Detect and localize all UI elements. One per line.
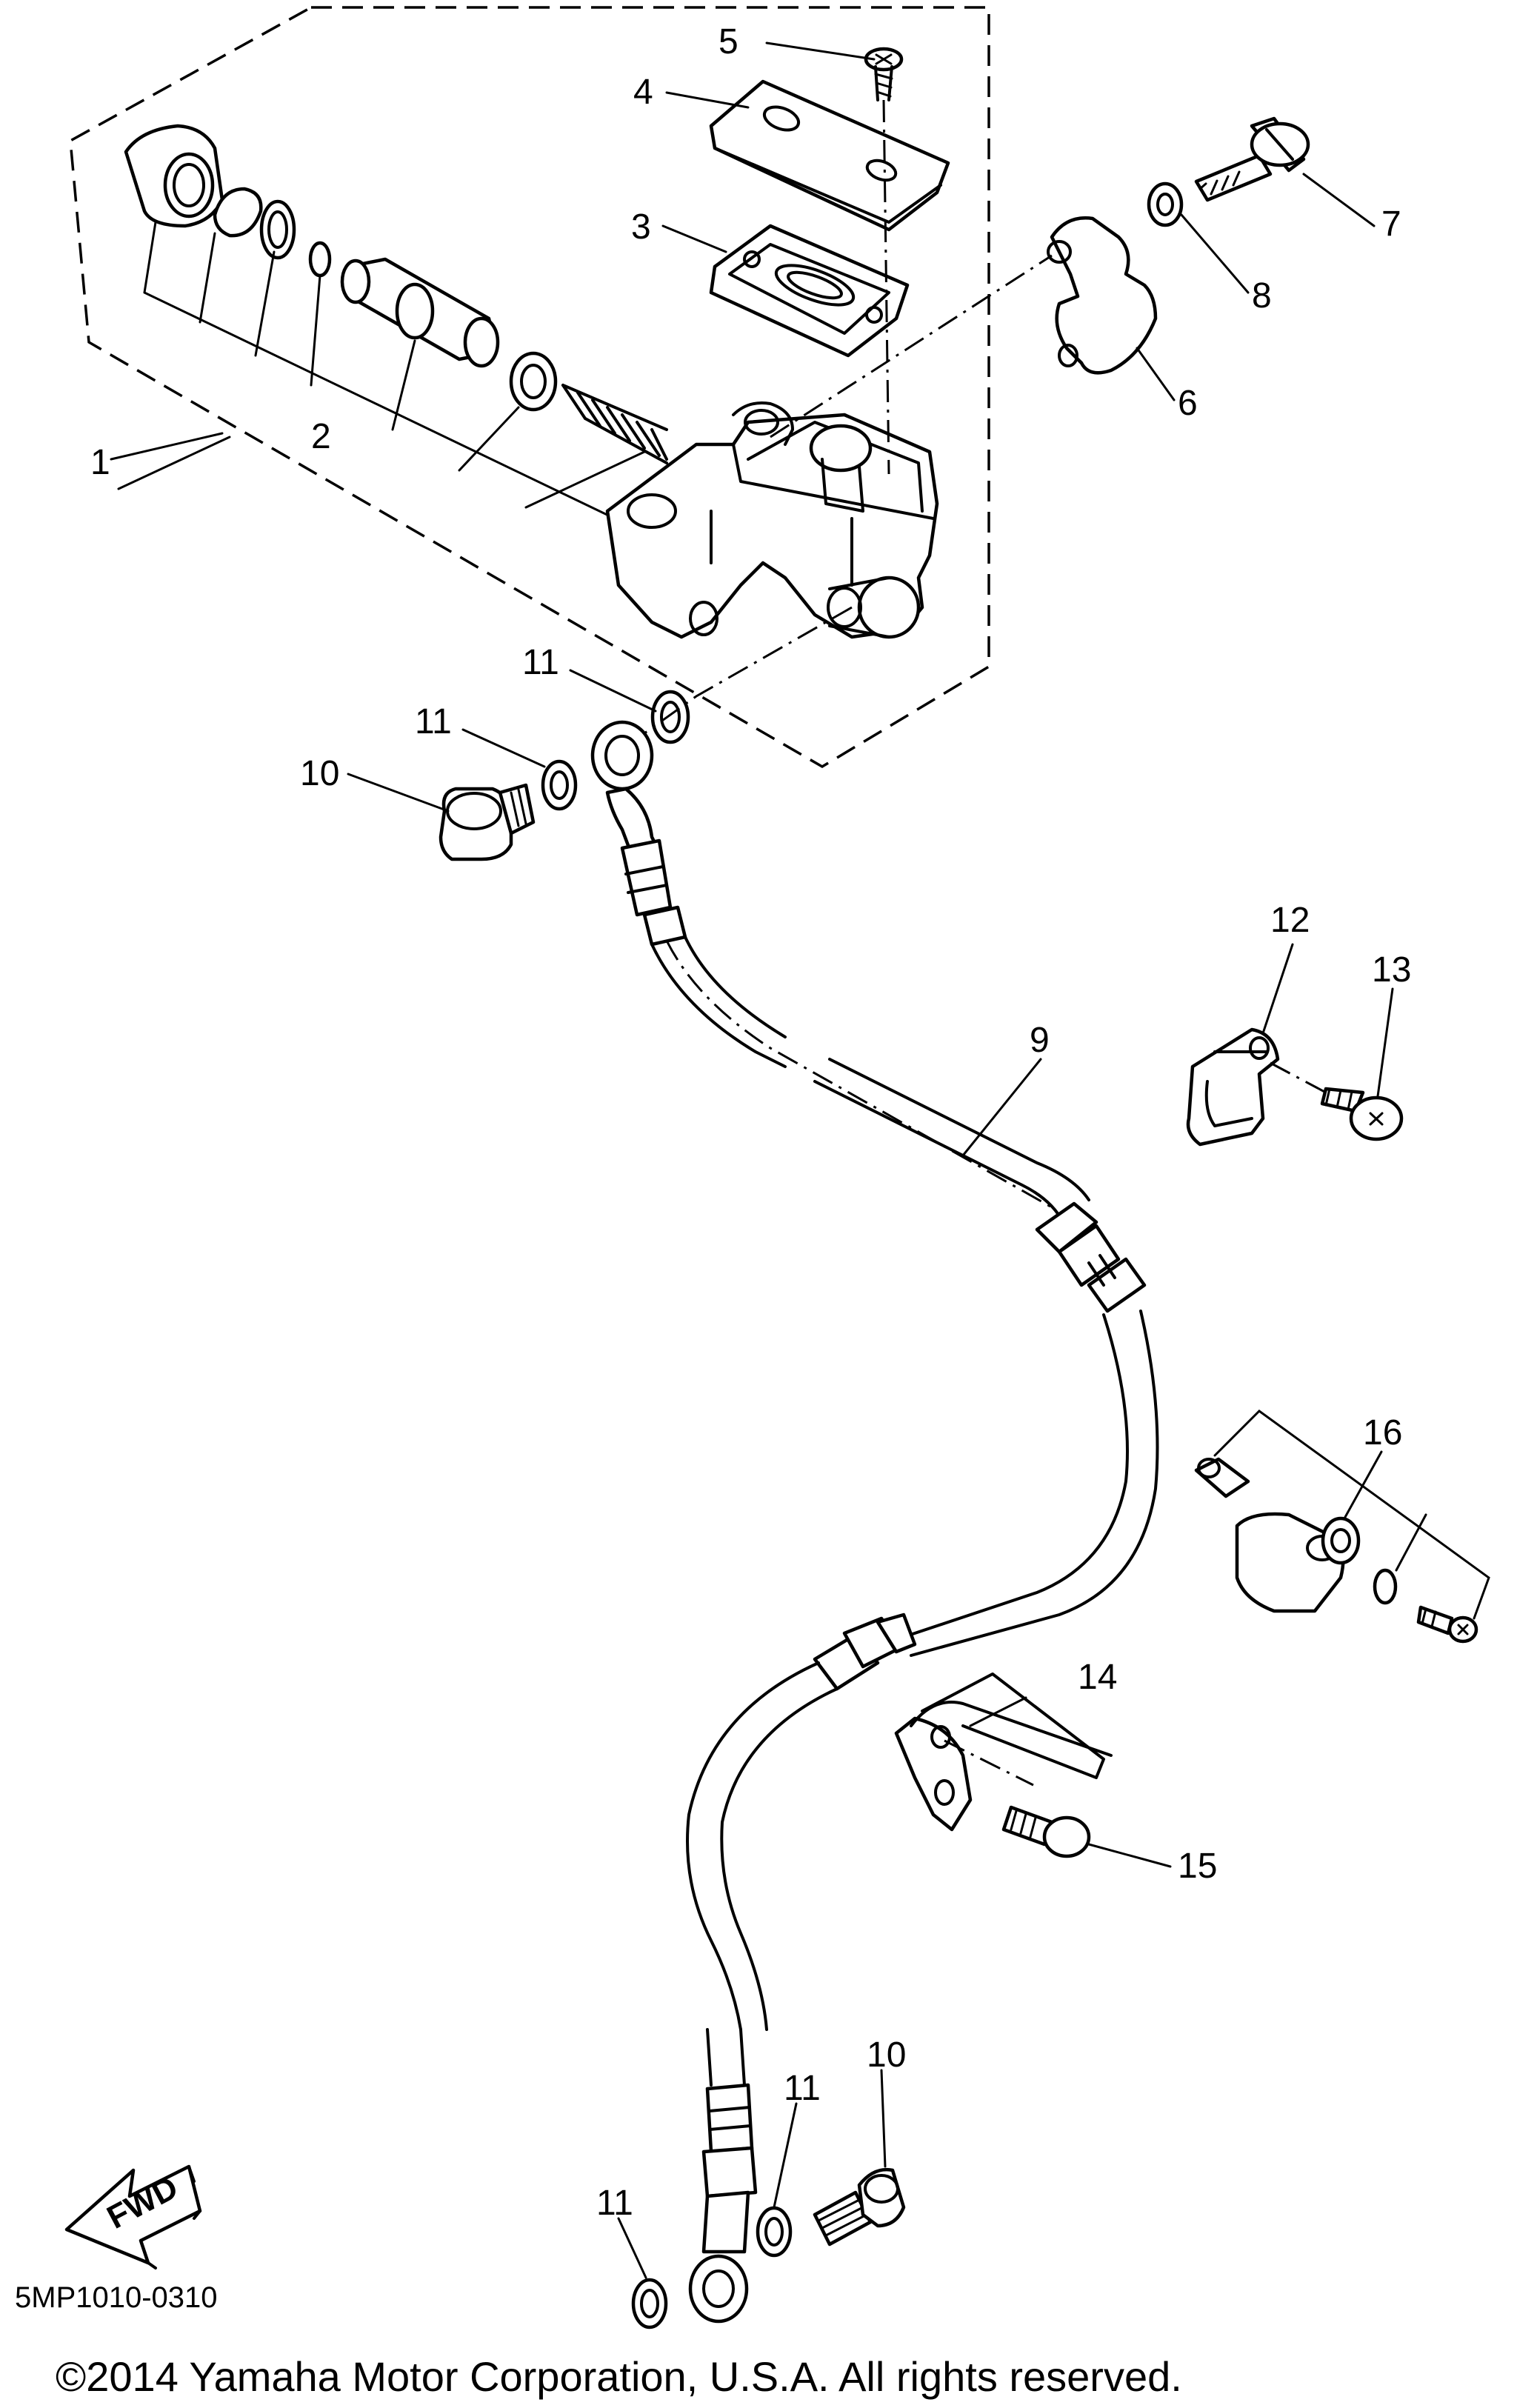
- screw-axis-line: [882, 99, 890, 475]
- copyright-text: ©2014 Yamaha Motor Corporation, U.S.A. A…: [56, 2353, 1182, 2400]
- piston-kit: [124, 124, 668, 464]
- sealing-washers: [541, 690, 793, 2329]
- hose-guide-set: [1194, 1457, 1478, 1644]
- callout-leaders: [110, 41, 1394, 2279]
- master-cylinder-body: [605, 401, 939, 639]
- clamp-washer: [1147, 181, 1184, 227]
- cap-screw: [864, 47, 904, 101]
- callout-12: 12: [1270, 901, 1310, 940]
- clamp-axis: [1270, 1061, 1327, 1094]
- washer-11-lower-right: [756, 2206, 793, 2258]
- banjo-axis-line: [644, 606, 853, 735]
- hose-clamp: [1186, 1027, 1280, 1147]
- washer-11-left: [541, 759, 578, 811]
- callout-7: 7: [1381, 204, 1401, 244]
- fwd-arrow-icon: FWD: [64, 2164, 202, 2269]
- hose-bracket: [894, 1672, 1113, 1832]
- washer-11-bottom: [631, 2278, 668, 2329]
- callout-2: 2: [311, 417, 331, 456]
- union-bolt-bottom: [813, 2167, 906, 2247]
- callout-4: 4: [633, 73, 653, 112]
- callout-11-lower-right: 11: [784, 2069, 821, 2108]
- callout-8: 8: [1252, 276, 1272, 316]
- callout-11-upper: 11: [522, 643, 559, 682]
- callout-10-top: 10: [300, 754, 339, 793]
- callout-15: 15: [1178, 1847, 1217, 1886]
- brake-hose: [590, 720, 1159, 2324]
- callout-13: 13: [1372, 950, 1411, 990]
- callout-11-left: 11: [415, 702, 452, 741]
- callout-10-bottom: 10: [867, 2035, 906, 2075]
- callout-6: 6: [1178, 384, 1198, 423]
- diaphragm: [709, 224, 910, 358]
- clamp-bolt: [1194, 116, 1310, 202]
- callout-11-bottom: 11: [596, 2184, 633, 2223]
- assembly-group-outline: [69, 6, 990, 769]
- clamp-screw: [1320, 1087, 1404, 1141]
- reservoir-cap: [709, 79, 950, 232]
- leader-lines-16: [1213, 1410, 1490, 1620]
- clamp-axis-line: [770, 254, 1053, 438]
- bracket-bolt: [1001, 1805, 1091, 1858]
- washer-11-upper: [650, 690, 690, 744]
- union-bolt-top: [439, 783, 536, 861]
- callout-14: 14: [1078, 1658, 1117, 1697]
- callout-1: 1: [90, 443, 110, 482]
- handlebar-clamp: [1047, 216, 1158, 375]
- diagram-code: 5MP1010-0310: [15, 2281, 218, 2314]
- bracket-axis: [944, 1739, 1034, 1787]
- callout-3: 3: [631, 207, 651, 247]
- callout-9: 9: [1030, 1021, 1050, 1060]
- leader-lines-1-2: [117, 221, 646, 520]
- callout-16: 16: [1363, 1413, 1402, 1453]
- callout-5: 5: [719, 22, 739, 61]
